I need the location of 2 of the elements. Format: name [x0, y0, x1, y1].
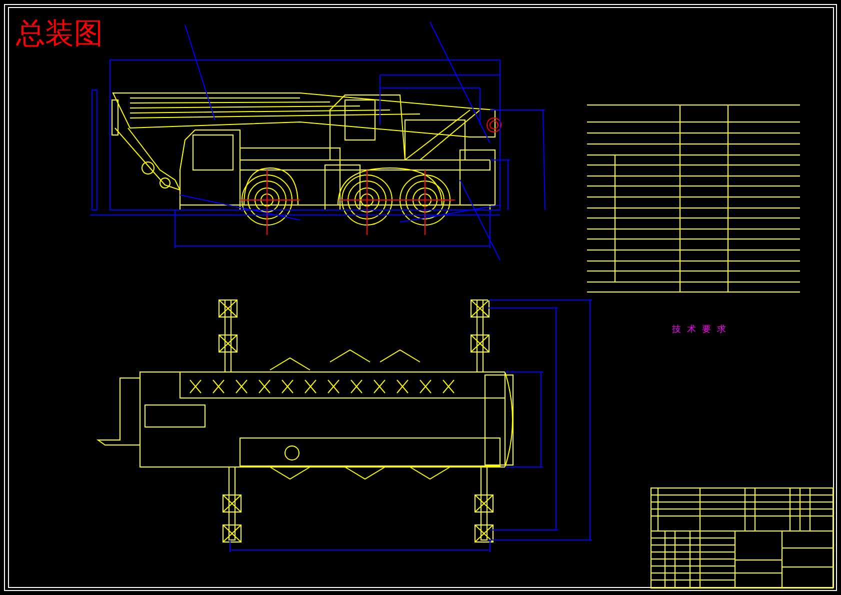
- drawing-title: 总装图: [16, 15, 103, 52]
- section-heading: 技术要求: [672, 324, 732, 336]
